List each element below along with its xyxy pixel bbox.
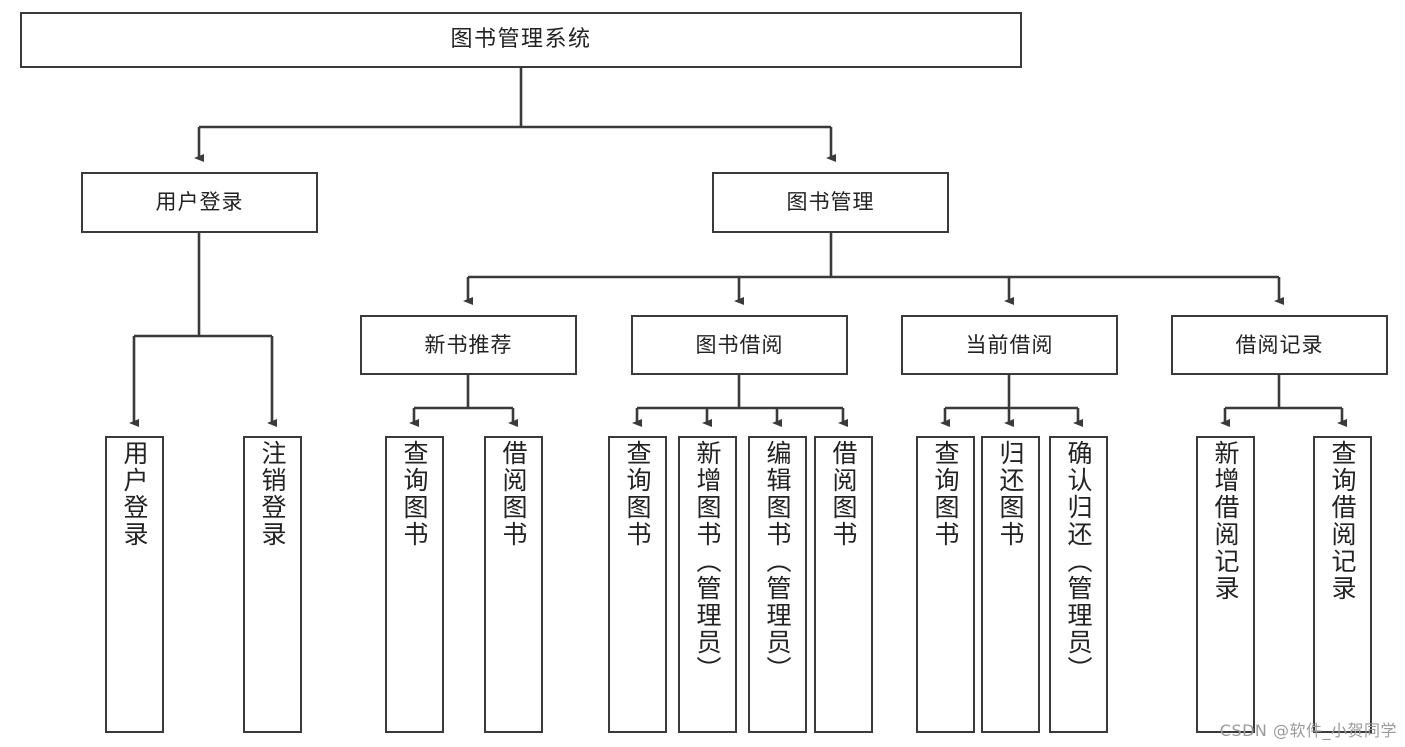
node-label: 查询图书 (400, 440, 429, 548)
leaf-current-return-book[interactable]: 归还图书 (981, 436, 1040, 733)
watermark: CSDN @软件_小贺同学 (1219, 721, 1397, 740)
node-book-borrow[interactable]: 图书借阅 (631, 315, 848, 375)
node-label: 当前借阅 (965, 332, 1054, 357)
node-label: 借阅图书 (829, 440, 858, 548)
node-label: 新增借阅记录 (1211, 440, 1240, 602)
node-label: 借阅图书 (499, 440, 528, 548)
node-user-login[interactable]: 用户登录 (81, 172, 318, 233)
leaf-user-login[interactable]: 用户登录 (105, 436, 164, 733)
leaf-new-book-query-book[interactable]: 查询图书 (385, 436, 444, 733)
node-label: 查询借阅记录 (1328, 440, 1357, 602)
node-label: 归还图书 (996, 440, 1025, 548)
node-label: 新书推荐 (424, 332, 513, 357)
node-new-book-recommend[interactable]: 新书推荐 (360, 315, 577, 375)
node-book-management[interactable]: 图书管理 (712, 172, 949, 233)
node-label: 图书借阅 (695, 332, 784, 357)
node-label: 确认归还（管理员） (1064, 440, 1093, 683)
leaf-borrow-edit-book-admin[interactable]: 编辑图书（管理员） (748, 436, 807, 733)
node-label: 用户登录 (120, 440, 149, 548)
node-current-borrow[interactable]: 当前借阅 (901, 315, 1118, 375)
node-label: 查询图书 (623, 440, 652, 548)
node-root-system[interactable]: 图书管理系统 (20, 12, 1022, 68)
node-borrow-record[interactable]: 借阅记录 (1171, 315, 1388, 375)
node-label: 编辑图书（管理员） (763, 440, 792, 683)
leaf-logout[interactable]: 注销登录 (243, 436, 302, 733)
leaf-borrow-query-book[interactable]: 查询图书 (608, 436, 667, 733)
leaf-borrow-borrow-book[interactable]: 借阅图书 (814, 436, 873, 733)
leaf-new-book-borrow-book[interactable]: 借阅图书 (484, 436, 543, 733)
node-label: 用户登录 (155, 190, 244, 215)
leaf-borrow-add-book-admin[interactable]: 新增图书（管理员） (678, 436, 737, 733)
leaf-current-query-book[interactable]: 查询图书 (916, 436, 975, 733)
node-label: 借阅记录 (1235, 332, 1324, 357)
leaf-record-add-record[interactable]: 新增借阅记录 (1196, 436, 1255, 733)
leaf-current-confirm-return-admin[interactable]: 确认归还（管理员） (1049, 436, 1108, 733)
node-label: 新增图书（管理员） (693, 440, 722, 683)
leaf-record-query-record[interactable]: 查询借阅记录 (1313, 436, 1372, 733)
node-label: 图书管理 (786, 190, 875, 215)
node-label: 注销登录 (258, 440, 287, 548)
node-label: 查询图书 (931, 440, 960, 548)
node-label: 图书管理系统 (450, 27, 592, 53)
